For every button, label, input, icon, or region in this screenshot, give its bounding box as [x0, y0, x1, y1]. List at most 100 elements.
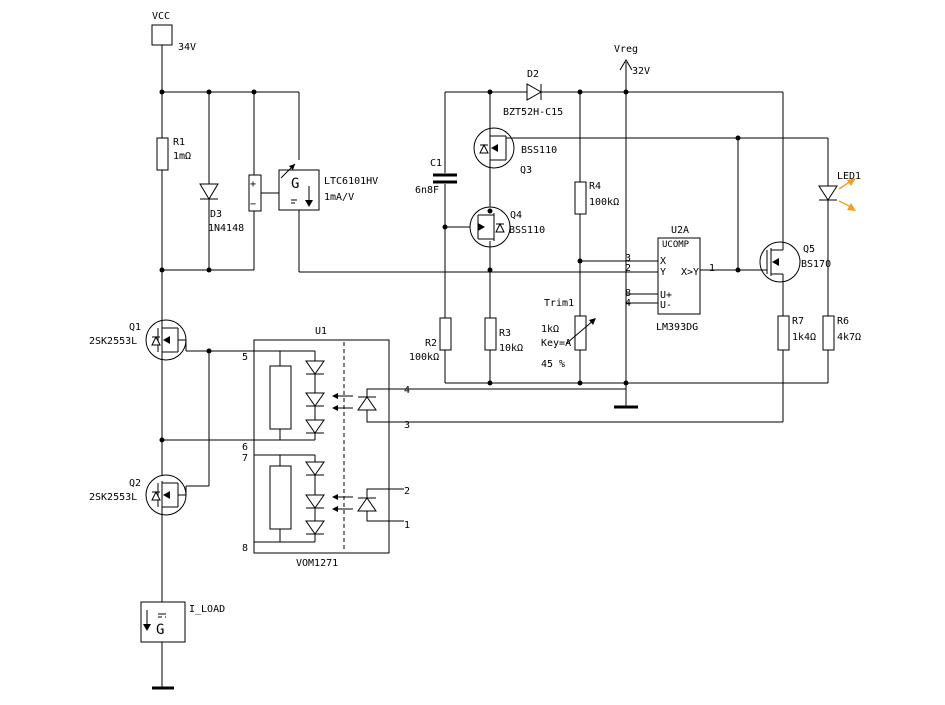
vcc-value: 34V [178, 42, 196, 53]
u1-pin7: 7 [242, 453, 248, 464]
q3-label: Q3 [520, 165, 532, 176]
iload-g: G [156, 622, 164, 638]
ltc-arrow-head [305, 200, 313, 207]
q4-value: BSS110 [509, 225, 545, 236]
trim1-arrow-head [589, 318, 596, 325]
resistor-r6 [822, 315, 835, 351]
junction [487, 208, 493, 214]
pv-diode [305, 392, 325, 407]
u1-pin8: 8 [242, 543, 248, 554]
c1-value: 6n8F [415, 185, 439, 196]
ltc-label: LTC6101HV [324, 176, 378, 187]
u2a-pin3: 3 [625, 253, 631, 264]
comparator-u2a [657, 237, 701, 315]
ltc-adjust-head [289, 164, 295, 170]
q5-label: Q5 [803, 244, 815, 255]
light-ray-head [332, 494, 338, 500]
pv-diode [305, 520, 325, 535]
junction [159, 89, 165, 95]
u2a-pin-um: U- [660, 300, 672, 311]
q1-arrow [163, 336, 170, 344]
r4-value: 100kΩ [589, 197, 619, 208]
q2-arrow [163, 491, 170, 499]
led1-light-head [847, 178, 856, 186]
q1-diode [151, 335, 161, 346]
u1-resistor-a [269, 365, 292, 430]
pv-diode [305, 461, 325, 476]
junction [159, 267, 165, 273]
u1-pin4: 4 [404, 385, 410, 396]
resistor-r7 [777, 315, 790, 351]
junction [487, 267, 493, 273]
vreg-arrow [619, 59, 633, 71]
vcc-port [151, 24, 173, 46]
vreg-value: 32V [632, 66, 650, 77]
trim1-value: 1kΩ [541, 324, 559, 335]
c1-label: C1 [430, 158, 442, 169]
led1-light-head [847, 203, 856, 211]
led1-label: LED1 [837, 171, 861, 182]
q2-label: Q2 [129, 478, 141, 489]
q5-arrow [772, 258, 779, 266]
g-symbol: G [291, 176, 299, 192]
led1-light [838, 200, 852, 208]
q1-label: Q1 [129, 322, 141, 333]
vreg-label: Vreg [614, 44, 638, 55]
u2a-label: U2A [671, 225, 689, 236]
trim1-arrow [566, 319, 595, 344]
d2-label: D2 [527, 69, 539, 80]
light-ray-head [332, 393, 338, 399]
u2a-pin-up: U+ [660, 290, 672, 301]
r2-value: 100kΩ [409, 352, 439, 363]
light-ray-head [332, 405, 338, 411]
r1-value: 1mΩ [173, 151, 191, 162]
ltc6101-source [278, 169, 320, 211]
q4-label: Q4 [510, 210, 522, 221]
junction [487, 380, 493, 386]
q2-diode [151, 490, 161, 501]
resistor-r1 [156, 137, 169, 171]
u1-pin6: 6 [242, 442, 248, 453]
q2-value: 2SK2553L [89, 492, 137, 503]
r7-label: R7 [792, 316, 804, 327]
mosfet-q5 [759, 241, 801, 283]
q4-diode [495, 222, 505, 233]
u1-part: VOM1271 [296, 558, 338, 569]
q5-value: BS170 [801, 259, 831, 270]
led-b [357, 497, 377, 512]
iload-arrow-head [143, 624, 151, 631]
minus-sign: − [250, 199, 256, 210]
u1-pin1: 1 [404, 520, 410, 531]
vcc-label: VCC [152, 11, 170, 22]
iload-source [140, 601, 186, 643]
pv-diode [305, 360, 325, 375]
led-a [357, 396, 377, 411]
u1-pin2: 2 [404, 486, 410, 497]
r6-label: R6 [837, 316, 849, 327]
trim1-label: Trim1 [544, 298, 574, 309]
diode-d3 [199, 183, 219, 200]
u2a-pin1: 1 [709, 263, 715, 274]
resistor-r2 [439, 317, 452, 351]
q1-value: 2SK2553L [89, 336, 137, 347]
u2a-pin-y: Y [660, 267, 666, 278]
led1 [818, 185, 838, 201]
pv-diode [305, 419, 325, 434]
u1-label: U1 [315, 326, 327, 337]
pv-diode [305, 494, 325, 509]
d3-value: 1N4148 [208, 223, 244, 234]
r7-value: 1k4Ω [792, 332, 816, 343]
ltc-value: 1mA/V [324, 192, 354, 203]
r3-value: 10kΩ [499, 343, 523, 354]
u2a-out: X>Y [681, 267, 699, 278]
u1-pin5: 5 [242, 352, 248, 363]
r1-label: R1 [173, 137, 185, 148]
q3-arrow [491, 144, 498, 152]
junction [442, 224, 448, 230]
light-ray-head [332, 506, 338, 512]
d2-value: BZT52H-C15 [503, 107, 563, 118]
trim1-key: Key=A [541, 338, 571, 349]
q4-arrow [478, 223, 485, 231]
